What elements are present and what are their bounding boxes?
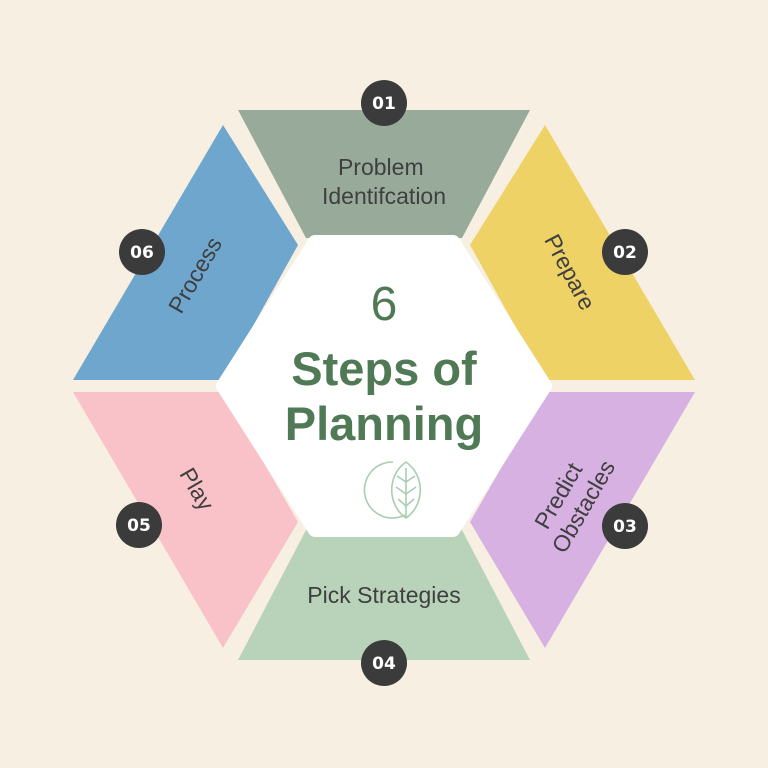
- badge-circle-04: [361, 640, 407, 686]
- segment-shape-06: [73, 125, 298, 380]
- step-segment-03: Predict Obstacles: [470, 392, 695, 648]
- step-label-01: Problem Identifcation: [322, 154, 446, 209]
- segment-shape-01: [238, 110, 530, 238]
- step-badge-01: 01: [361, 80, 407, 126]
- step-label-04: Pick Strategies: [307, 582, 460, 608]
- step-badge-06: 06: [119, 229, 165, 275]
- step-label-01-line1: Problem: [338, 154, 424, 180]
- step-segment-06: Process: [73, 125, 298, 380]
- badge-circle-05: [116, 502, 162, 548]
- badge-number-03: 03: [613, 517, 637, 537]
- leaf-moon-icon: [363, 461, 421, 519]
- step-segment-05: Play: [73, 392, 298, 648]
- segment-shape-04: [238, 530, 530, 660]
- step-segment-02: Prepare: [470, 125, 695, 380]
- segment-shape-05: [73, 392, 298, 648]
- badge-number-02: 02: [613, 243, 637, 263]
- step-label-01-line2: Identifcation: [322, 183, 446, 209]
- step-badge-03: 03: [602, 503, 648, 549]
- step-badge-02: 02: [602, 229, 648, 275]
- center-title-line2: Planning: [285, 397, 483, 450]
- step-label-04-line1: Pick Strategies: [307, 582, 460, 608]
- step-badge-04: 04: [361, 640, 407, 686]
- badge-number-05: 05: [127, 516, 151, 536]
- badge-circle-02: [602, 229, 648, 275]
- badge-number-04: 04: [372, 654, 396, 674]
- badge-circle-03: [602, 503, 648, 549]
- badge-number-06: 06: [130, 243, 154, 263]
- badge-circle-01: [361, 80, 407, 126]
- segment-shape-03: [470, 392, 695, 648]
- badge-number-01: 01: [372, 94, 396, 114]
- center-number: 6: [371, 278, 398, 331]
- center-hexagon: [216, 235, 552, 537]
- step-segment-01: Problem Identifcation: [238, 110, 530, 238]
- step-segment-04: Pick Strategies: [238, 530, 530, 660]
- badge-circle-06: [119, 229, 165, 275]
- step-badge-05: 05: [116, 502, 162, 548]
- segment-shape-02: [470, 125, 695, 380]
- center-title-line1: Steps of: [291, 342, 477, 395]
